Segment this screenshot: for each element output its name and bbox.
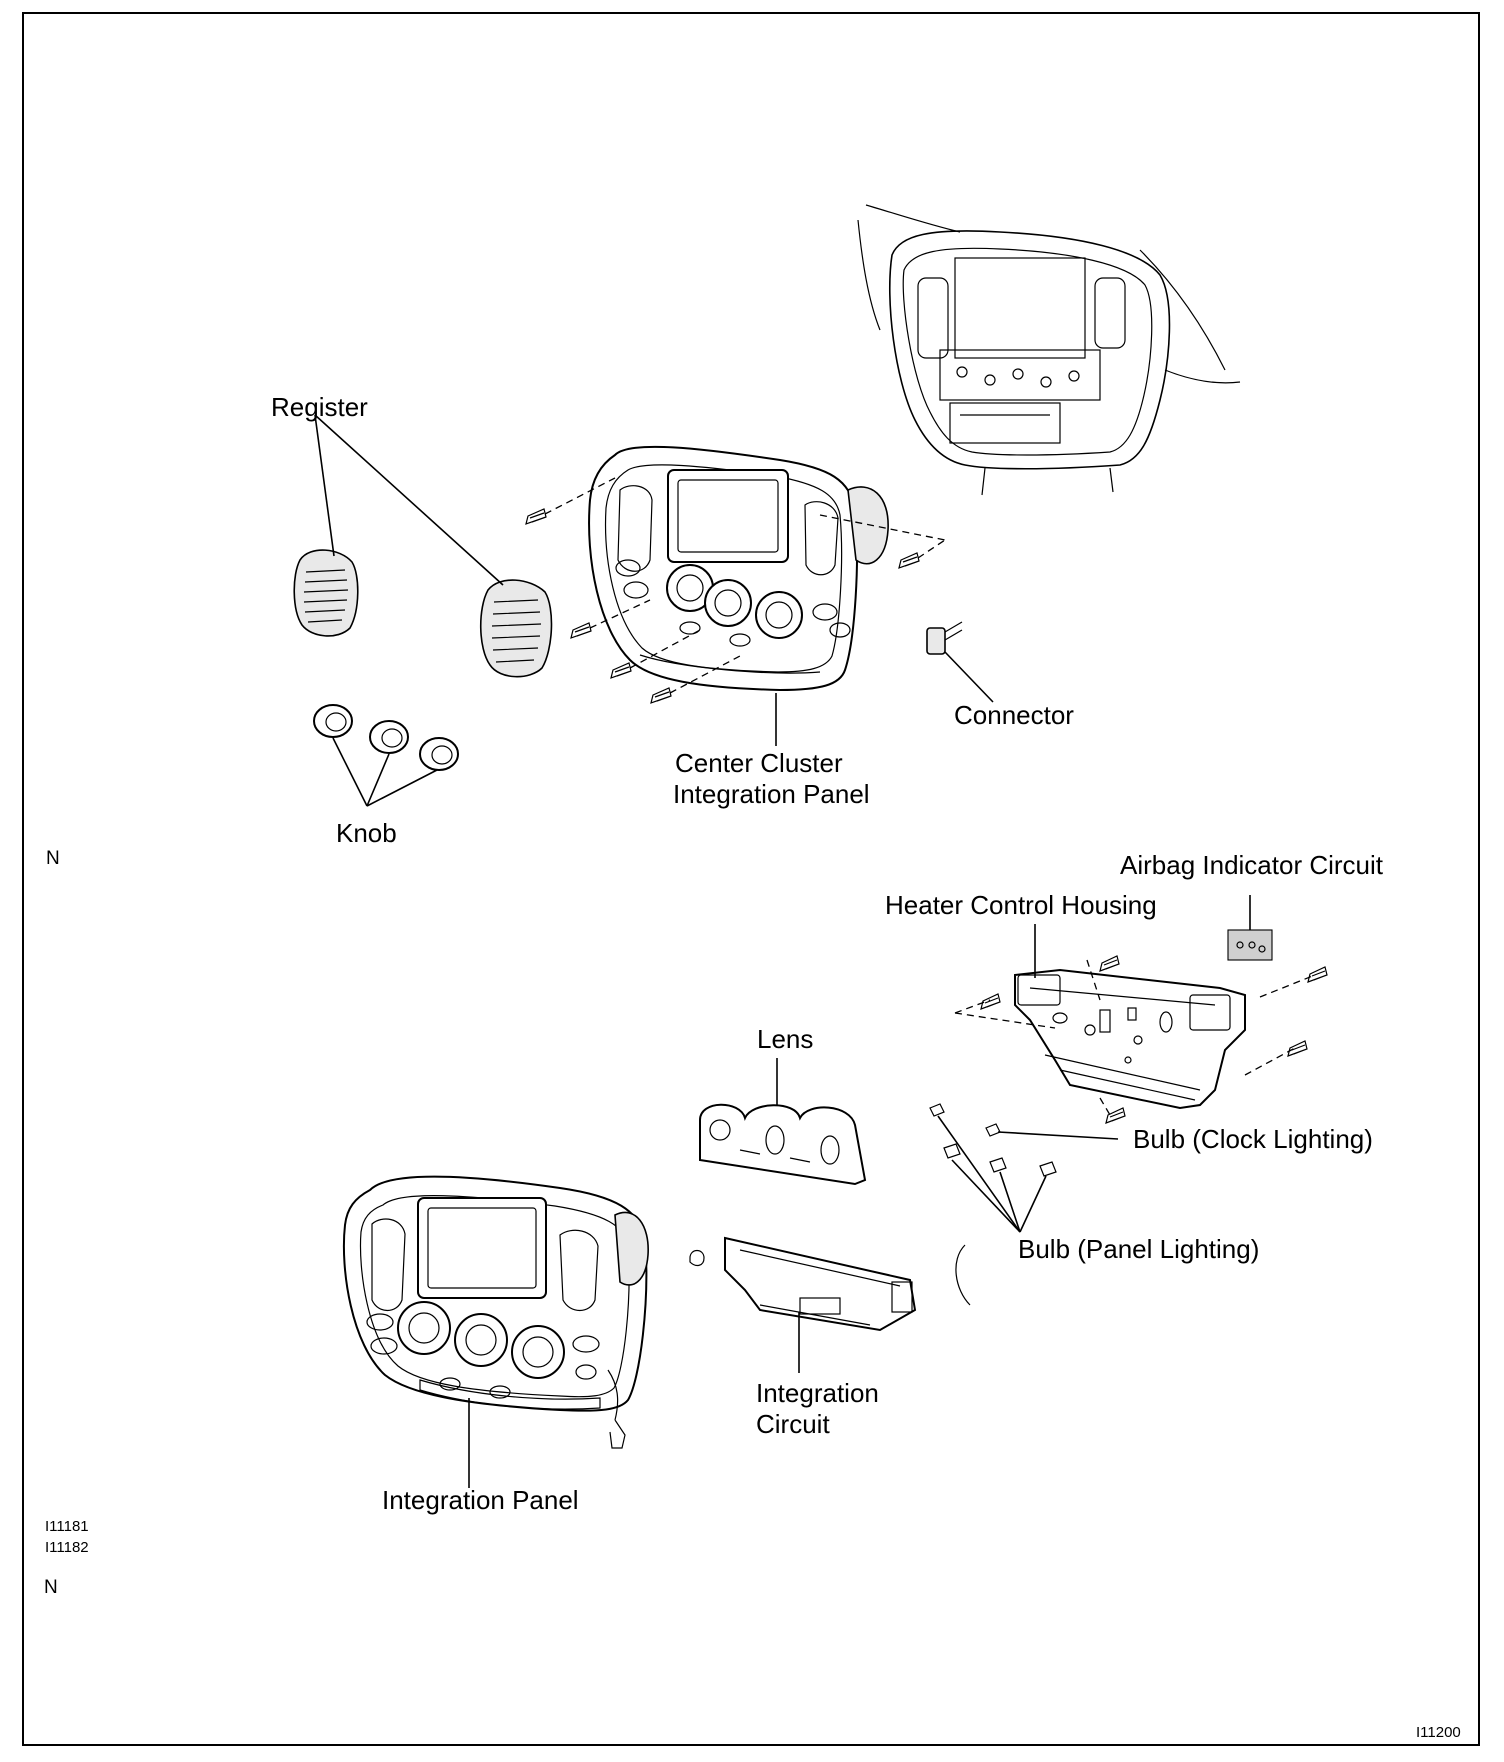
dashboard-illustration xyxy=(857,204,1241,496)
lens-part xyxy=(699,1103,867,1186)
screws-top xyxy=(525,477,946,704)
heater-control-housing-part xyxy=(1014,968,1246,1110)
leader-knob-3 xyxy=(366,769,438,807)
leader-bulb-panel-1 xyxy=(937,1115,1021,1233)
leader-bulb-panel-2 xyxy=(951,1159,1021,1233)
label-center-cluster-line2: Integration Panel xyxy=(673,779,870,809)
airbag-indicator-circuit-part xyxy=(1227,929,1273,961)
figure-code-b: I11182 xyxy=(45,1539,89,1556)
register-left xyxy=(293,549,359,637)
label-connector: Connector xyxy=(954,700,1074,730)
label-bulb-panel-lighting: Bulb (Panel Lighting) xyxy=(1018,1234,1259,1264)
marker-n-upper: N xyxy=(46,848,60,869)
bulbs xyxy=(929,1103,1057,1177)
leader-register-right xyxy=(314,414,504,586)
label-center-cluster-line1: Center Cluster xyxy=(675,748,843,778)
figure-code-a: I11181 xyxy=(45,1518,89,1535)
leader-bulb-panel-4 xyxy=(1019,1175,1047,1233)
leader-register-left xyxy=(314,414,335,557)
register-right xyxy=(479,579,553,678)
label-register: Register xyxy=(271,392,368,422)
label-bulb-clock-lighting: Bulb (Clock Lighting) xyxy=(1133,1124,1373,1154)
leader-bulb-clock xyxy=(997,1131,1119,1140)
marker-n-lower: N xyxy=(44,1577,58,1598)
diagram-frame xyxy=(22,12,1480,1746)
leader-connector xyxy=(944,651,994,703)
label-integration-circuit-line2: Circuit xyxy=(756,1409,830,1439)
figure-code-corner: I11200 xyxy=(1416,1724,1461,1741)
label-lens: Lens xyxy=(757,1024,813,1054)
label-heater-control-housing: Heater Control Housing xyxy=(885,890,1157,920)
label-airbag-indicator-circuit: Airbag Indicator Circuit xyxy=(1120,850,1384,880)
center-cluster-integration-panel xyxy=(588,445,889,692)
connector-part xyxy=(926,621,963,655)
label-integration-circuit-line1: Integration xyxy=(756,1378,879,1408)
integration-circuit-part xyxy=(689,1236,971,1332)
label-knob: Knob xyxy=(336,818,397,848)
knobs xyxy=(313,704,459,771)
housing-screws xyxy=(954,955,1328,1124)
leader-knob-1 xyxy=(332,737,368,807)
leader-bulb-panel-3 xyxy=(999,1171,1021,1233)
integration-panel-part xyxy=(342,1175,649,1449)
leader-knob-2 xyxy=(366,753,390,807)
label-integration-panel: Integration Panel xyxy=(382,1485,579,1515)
